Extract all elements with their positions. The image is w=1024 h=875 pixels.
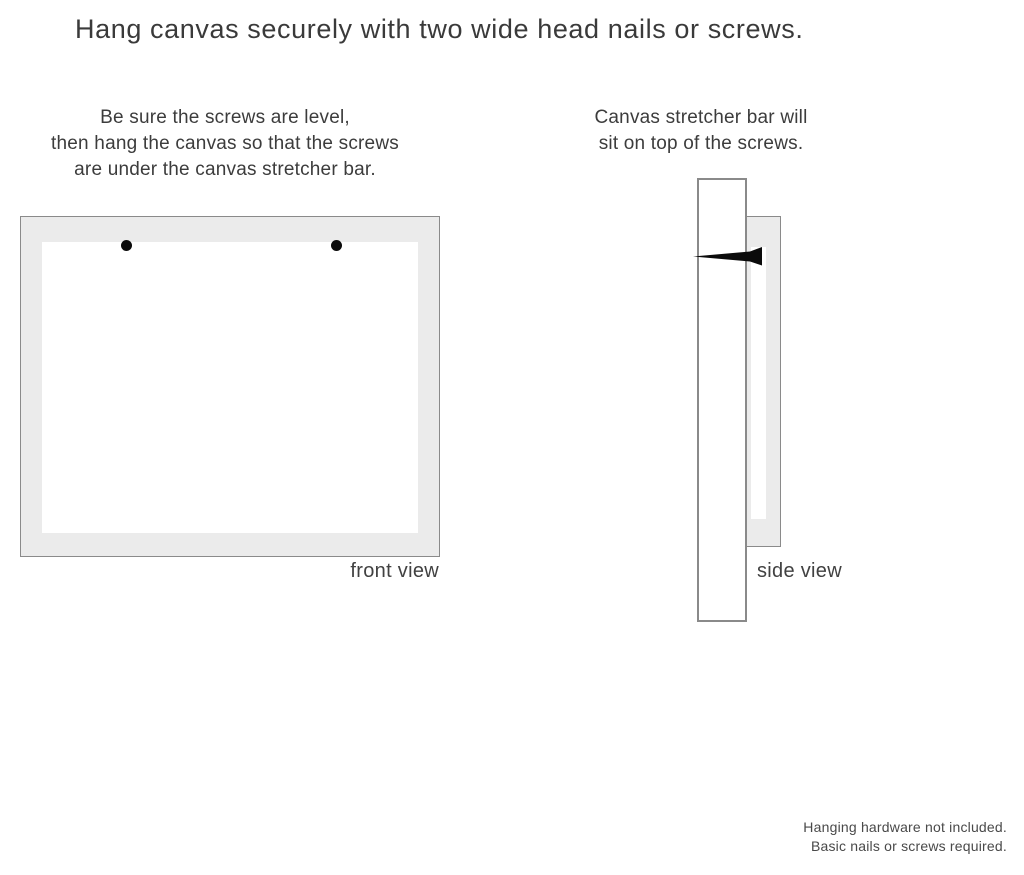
- hardware-disclaimer: Hanging hardware not included. Basic nai…: [803, 818, 1007, 856]
- instruction-line: are under the canvas stretcher bar.: [74, 159, 376, 180]
- instruction-front-view: Be sure the screws are level, then hang …: [25, 105, 425, 183]
- front-view-canvas-face: [42, 242, 418, 533]
- screw-dot-icon: [121, 240, 132, 251]
- side-view-label: side view: [757, 560, 842, 582]
- instruction-side-view: Canvas stretcher bar will sit on top of …: [551, 105, 851, 157]
- side-view-canvas: [745, 216, 781, 547]
- screw-dot-icon: [331, 240, 342, 251]
- front-view-canvas-frame: [20, 216, 440, 557]
- disclaimer-line: Hanging hardware not included.: [803, 819, 1007, 835]
- front-view-label: front view: [350, 560, 439, 582]
- side-view-wall-bar: [697, 178, 747, 622]
- instruction-line: sit on top of the screws.: [598, 133, 804, 154]
- page-title: Hang canvas securely with two wide head …: [75, 14, 804, 44]
- instruction-line: then hang the canvas so that the screws: [51, 133, 399, 154]
- disclaimer-line: Basic nails or screws required.: [810, 838, 1007, 854]
- side-view-canvas-face: [751, 247, 766, 519]
- instruction-line: Be sure the screws are level,: [100, 107, 350, 128]
- nail-icon: [693, 247, 762, 266]
- instruction-line: Canvas stretcher bar will: [594, 107, 808, 128]
